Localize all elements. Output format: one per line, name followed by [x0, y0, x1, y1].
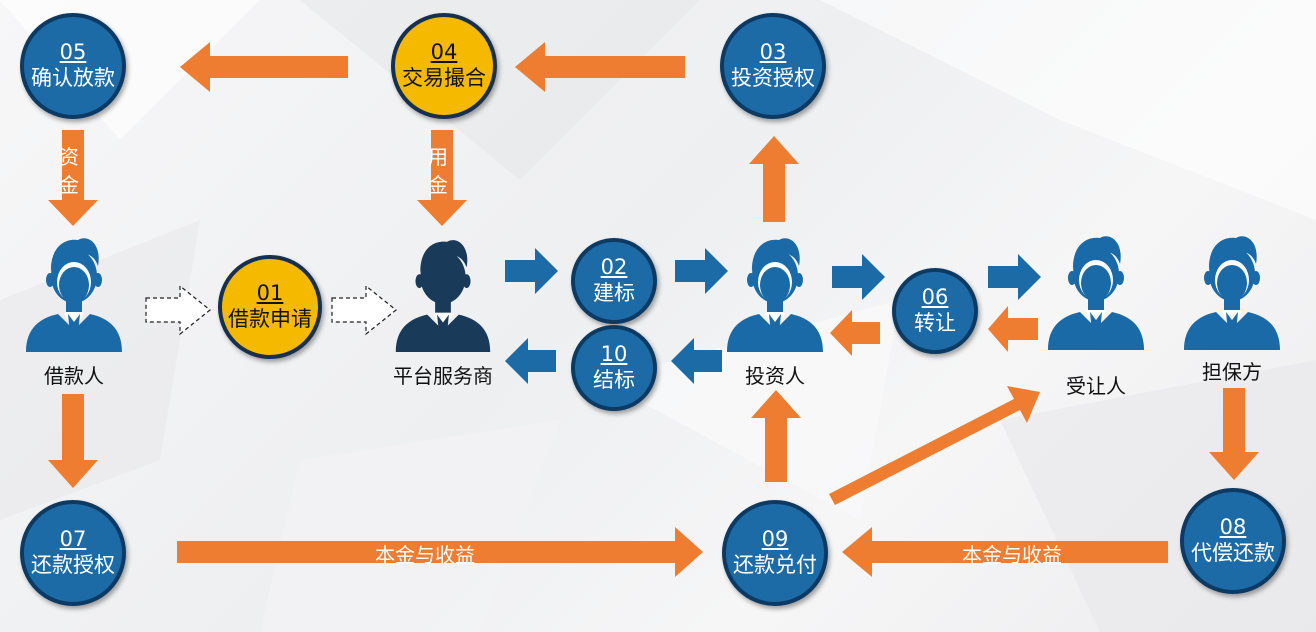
capital-label-bottom: 金: [59, 173, 79, 197]
arrow-04-to-platform: [417, 130, 467, 226]
fee-label-bottom: 金: [428, 173, 448, 197]
node-07-number: 07: [59, 527, 87, 551]
actor-guarantor: 担保方: [1182, 228, 1282, 384]
principal-income-label-right: 本金与收益: [962, 543, 1062, 567]
node-09-number: 09: [761, 527, 789, 551]
guarantor-person-icon: [1184, 236, 1280, 350]
node-06-transfer: 06 转让: [892, 268, 978, 354]
arrow-platform-to-02: [505, 248, 558, 294]
node-05-number: 05: [59, 40, 87, 64]
node-03-number: 03: [759, 40, 787, 64]
arrow-06-to-investor: [830, 310, 880, 356]
arrow-borrower-to-07: [48, 394, 98, 488]
principal-income-label-left: 本金与收益: [375, 543, 475, 567]
platform-person-icon: [395, 240, 491, 352]
actor-transferee-label: 受让人: [1066, 374, 1126, 398]
arrow-09-to-transferee: [829, 386, 1040, 505]
arrow-transferee-to-06: [988, 306, 1038, 352]
capital-label-top: 资: [59, 145, 79, 169]
actor-investor: 投资人: [725, 230, 825, 388]
dashed-arrow-01-to-platform: [331, 284, 397, 336]
actor-platform: 平台服务商: [393, 232, 493, 388]
fee-label-top: 用: [428, 145, 448, 169]
node-10-number: 10: [600, 342, 628, 366]
actor-transferee: 受让人: [1046, 228, 1146, 398]
actor-borrower: 借款人: [24, 230, 124, 388]
investor-person-icon: [727, 238, 823, 352]
arrow-guarantor-to-08: [1209, 388, 1259, 480]
node-02-build-bid: 02 建标: [571, 238, 657, 324]
actor-platform-label: 平台服务商: [393, 364, 493, 388]
arrow-02-to-investor: [675, 248, 728, 294]
node-09-repay-redeem: 09 还款兑付: [722, 500, 828, 606]
arrow-investor-to-03: [749, 136, 799, 222]
node-02-label: 建标: [593, 281, 635, 305]
arrow-07-to-09: [177, 527, 703, 577]
node-02-number: 02: [600, 255, 628, 279]
arrow-06-to-transferee: [988, 254, 1041, 300]
node-01-loan-application: 01 借款申请: [218, 255, 322, 359]
arrow-04-to-05: [180, 42, 348, 92]
borrower-person-icon: [26, 238, 122, 352]
node-05-confirm-loan: 05 确认放款: [20, 13, 126, 119]
arrow-08-to-09: [842, 527, 1168, 577]
node-06-number: 06: [921, 285, 949, 309]
arrow-09-to-investor: [751, 390, 801, 482]
node-03-label: 投资授权: [731, 66, 815, 90]
arrow-05-to-borrower: [48, 130, 98, 226]
transferee-person-icon: [1048, 236, 1144, 350]
arrow-03-to-04: [515, 42, 685, 92]
arrow-investor-to-10: [671, 338, 722, 384]
node-04-label: 交易撮合: [402, 66, 486, 90]
node-05-label: 确认放款: [31, 66, 115, 90]
node-01-number: 01: [256, 281, 284, 305]
node-01-label: 借款申请: [228, 307, 312, 331]
dashed-arrow-borrower-to-01: [145, 284, 211, 336]
actor-guarantor-label: 担保方: [1202, 360, 1262, 384]
actor-borrower-label: 借款人: [44, 364, 104, 388]
node-10-label: 结标: [593, 368, 635, 392]
node-10-close-bid: 10 结标: [571, 325, 657, 411]
node-06-label: 转让: [914, 311, 956, 335]
arrow-investor-to-06: [832, 254, 885, 300]
node-08-label: 代偿还款: [1191, 541, 1275, 565]
node-04-number: 04: [430, 40, 458, 64]
arrow-10-to-platform: [505, 338, 556, 384]
node-04-trade-matching: 04 交易撮合: [391, 13, 497, 119]
node-07-repay-authorization: 07 还款授权: [20, 500, 126, 606]
node-09-label: 还款兑付: [733, 553, 817, 577]
node-03-invest-authorization: 03 投资授权: [720, 13, 826, 119]
node-08-number: 08: [1219, 515, 1247, 539]
actor-investor-label: 投资人: [745, 364, 805, 388]
node-08-compensatory-repay: 08 代偿还款: [1180, 488, 1286, 594]
node-07-label: 还款授权: [31, 553, 115, 577]
